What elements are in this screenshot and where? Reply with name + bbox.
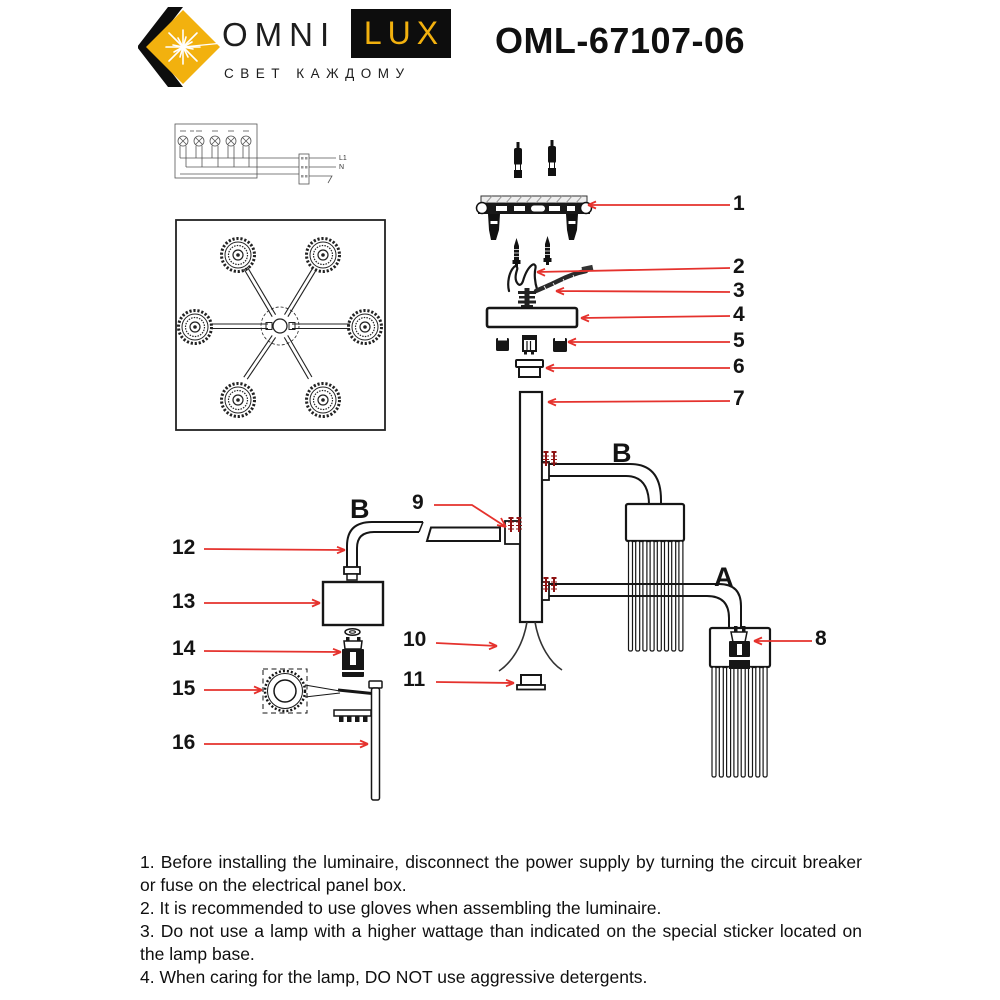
wiring-schematic: [174, 123, 336, 185]
label-arm-b-right: B: [612, 438, 632, 468]
model-number-title: OML-67107-06: [494, 20, 746, 61]
brand-tagline: СВЕТ КАЖДОМУ: [224, 66, 411, 81]
instruction-3: 3. Do not use a lamp with a higher watta…: [140, 921, 862, 964]
part-14-socket: [342, 628, 364, 677]
safety-instructions: 1. Before installing the luminaire, disc…: [140, 851, 862, 989]
brand-logo: OMNI LUX СВЕТ КАЖДОМУ: [138, 6, 468, 92]
instruction-2: 2. It is recommended to use gloves when …: [140, 898, 662, 918]
omnilux-starburst-icon: [138, 7, 220, 87]
part-3-cable: [533, 264, 594, 294]
callout-16: 16: [172, 731, 196, 754]
part-ribbed-holder: [333, 709, 372, 722]
fixing-screws: [508, 451, 557, 592]
callout-15: 15: [172, 677, 196, 700]
part-1-mounting-bracket: [475, 195, 593, 240]
ceiling-plate-top-view: [175, 219, 386, 431]
part-4-canopy: [485, 306, 579, 329]
label-neutral: N: [339, 164, 345, 171]
callout-5: 5: [733, 329, 745, 352]
part-nipple-stack: [518, 288, 536, 308]
arm-a-lower: [541, 581, 742, 628]
shade-b: [624, 502, 686, 652]
callout-10: 10: [403, 628, 427, 651]
callout-8: 8: [815, 627, 827, 650]
callout-13: 13: [172, 590, 196, 613]
part-8-socket: [729, 626, 750, 669]
brand-word: OMNI: [222, 16, 337, 53]
part-16-rod: [368, 680, 383, 801]
callout-14: 14: [172, 637, 196, 660]
part-6-cup: [515, 359, 544, 378]
brand-box-word: LUX: [363, 15, 445, 51]
part-screws-canopy: [512, 236, 552, 267]
part-11-cap: [516, 674, 546, 691]
shade-a: [708, 626, 772, 778]
part-12-arm: [343, 520, 521, 581]
part-10-wires: [498, 621, 563, 672]
part-15-ring: [262, 668, 378, 714]
callout-4: 4: [733, 303, 745, 326]
leader-lines: [203, 200, 812, 749]
callout-11: 11: [403, 668, 426, 691]
callout-1: 1: [733, 192, 745, 215]
callout-9: 9: [412, 491, 424, 514]
part-7-central-rod: [518, 390, 544, 624]
part-5-nuts: [496, 335, 567, 355]
arm-b-upper: [541, 461, 662, 506]
part-13-shade: [321, 580, 385, 627]
callout-2: 2: [733, 255, 745, 278]
callout-6: 6: [733, 355, 745, 378]
callout-7: 7: [733, 387, 745, 410]
part-anchors-top: [514, 140, 556, 178]
brand-box: LUX: [351, 9, 451, 58]
callout-12: 12: [172, 536, 196, 559]
instruction-1: 1. Before installing the luminaire, disc…: [140, 852, 862, 895]
part-2-hook: [507, 263, 539, 293]
instruction-4: 4. When caring for the lamp, DO NOT use …: [140, 967, 648, 987]
label-arm-a: A: [714, 562, 734, 592]
label-line: L1: [339, 155, 347, 162]
label-arm-b-left: B: [350, 494, 370, 524]
callout-3: 3: [733, 279, 745, 302]
